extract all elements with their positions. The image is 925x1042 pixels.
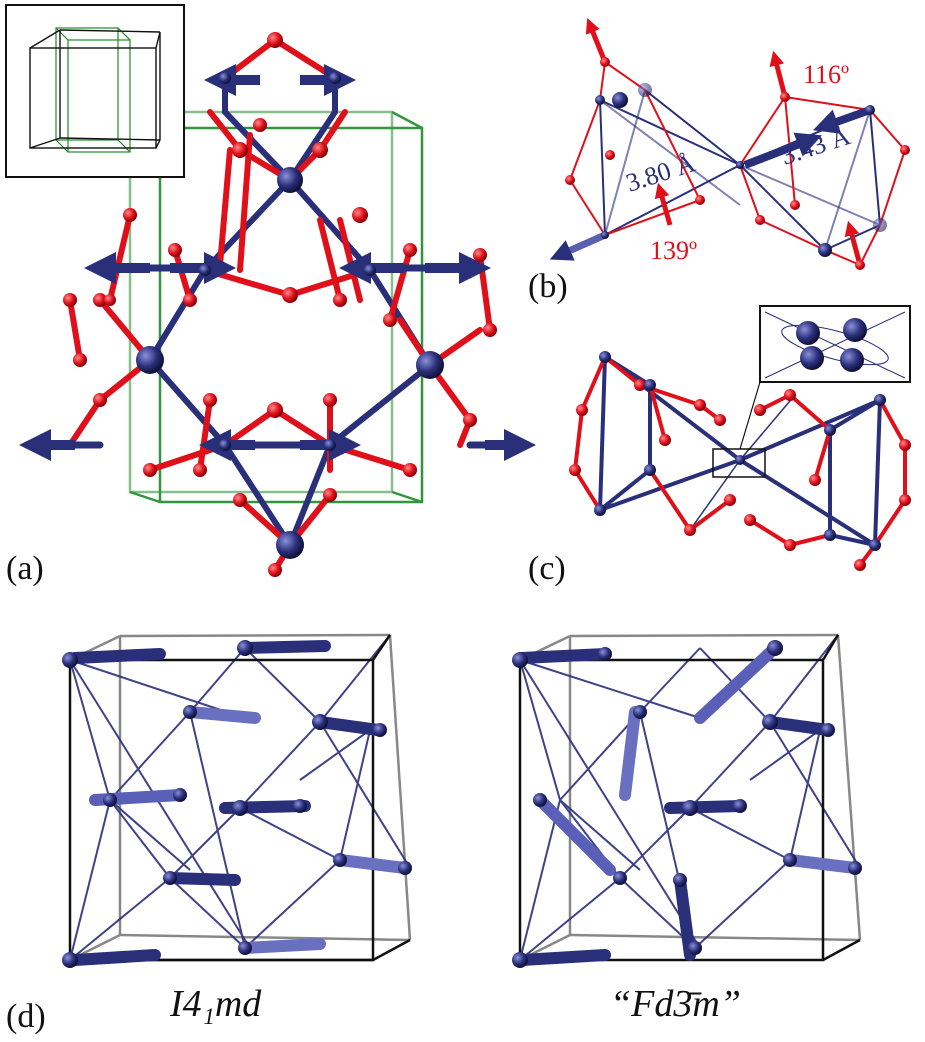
- atoms-b: [565, 57, 910, 270]
- space-group-right-title: “Fd3̄m”: [610, 983, 741, 1025]
- panel-b-label: (b): [528, 268, 568, 305]
- atoms-a: [63, 32, 497, 577]
- panel-b-structure: [549, 18, 910, 270]
- atoms-d: [62, 640, 862, 968]
- panel-d-left-cell: [68, 633, 412, 966]
- zoom-inset: [759, 305, 911, 383]
- panel-c-label: (c): [528, 550, 566, 587]
- panel-a-structure: [5, 4, 537, 577]
- panel-a-label: (a): [6, 550, 44, 587]
- atoms-c: [569, 351, 911, 571]
- panel-c-structure: [569, 305, 911, 571]
- angle-label-1: 116º: [803, 60, 850, 89]
- zoom-box: [712, 448, 766, 478]
- bonds-c: [573, 355, 907, 567]
- angle-label-2: 139º: [650, 236, 698, 265]
- inset-cube-box: [5, 4, 185, 178]
- panel-d-right-cell: [516, 633, 862, 966]
- space-group-left-title: I4₁md: [170, 983, 262, 1025]
- panel-d-label: (d): [6, 998, 46, 1035]
- arrows-b: [549, 18, 872, 266]
